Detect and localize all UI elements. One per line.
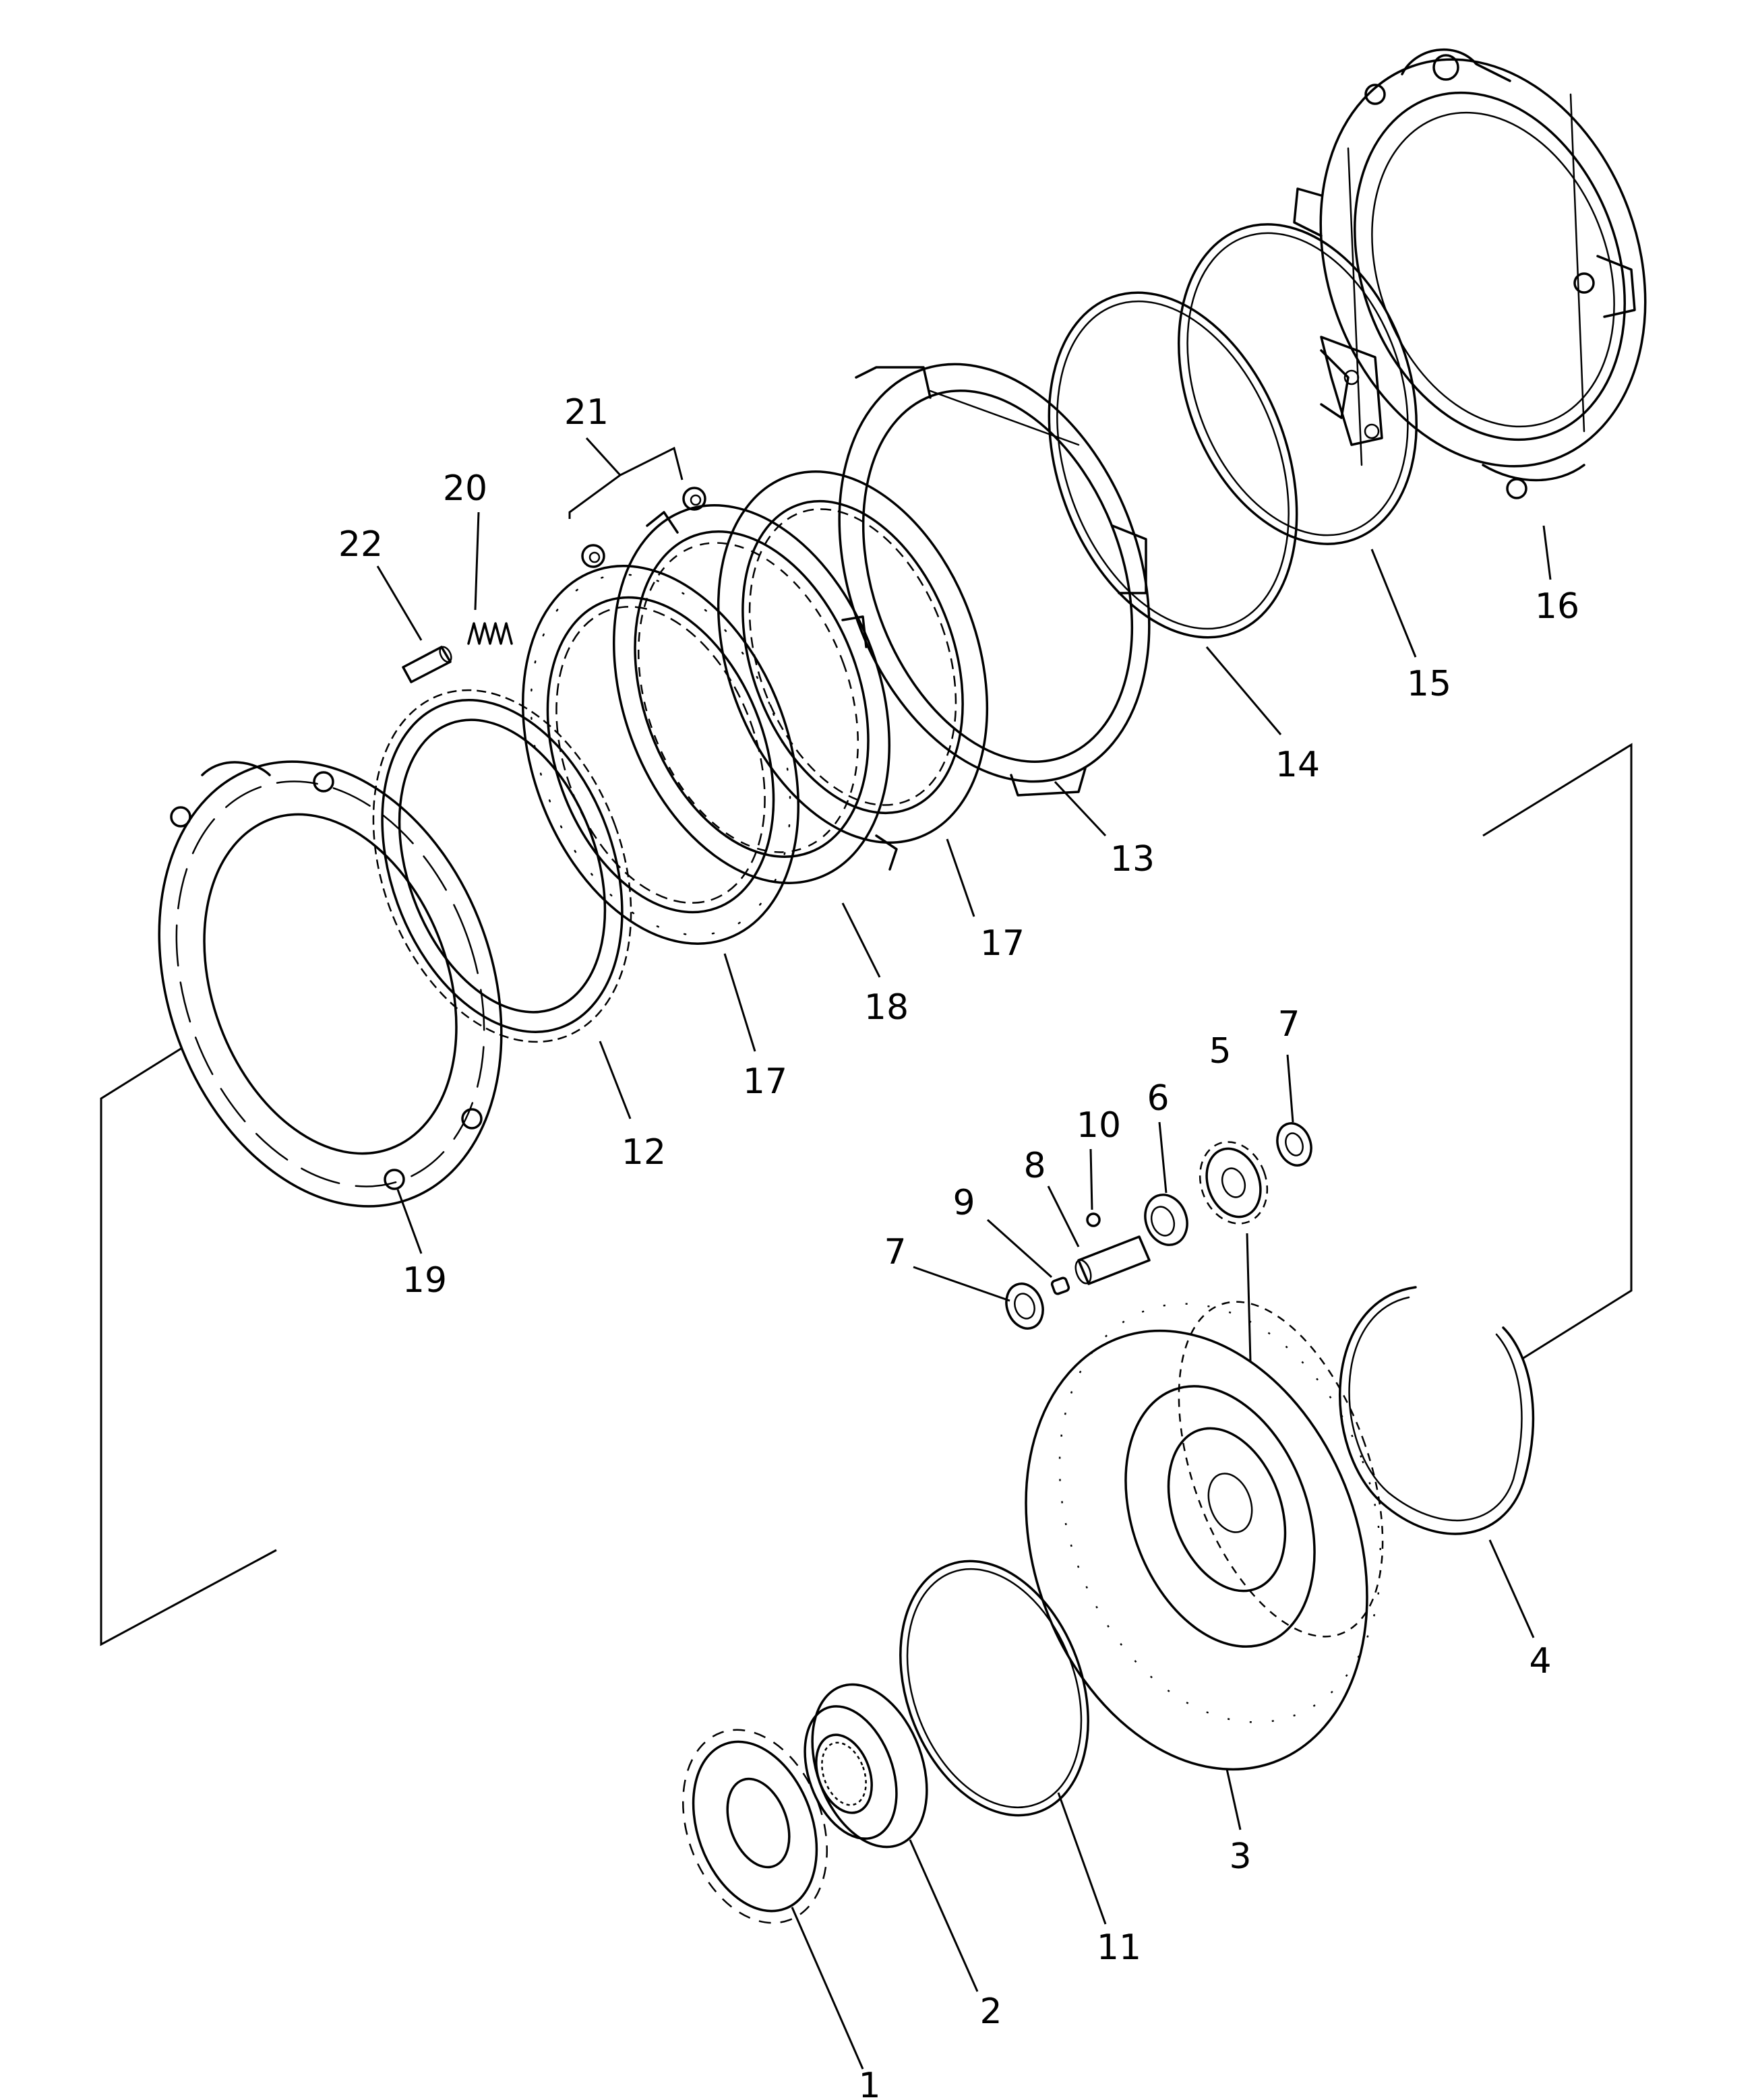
part-21-clips (581, 487, 706, 568)
part-12-toothed-ring (372, 689, 632, 1043)
part-10-ball (1086, 1212, 1101, 1227)
callout-21: 21 (564, 392, 609, 433)
callout-20: 20 (443, 468, 487, 509)
callout-8: 8 (1023, 1146, 1046, 1186)
leader-1 (791, 1907, 864, 2070)
leader-7a (913, 1266, 1010, 1302)
leader-9 (986, 1218, 1053, 1278)
assembly-bracket-left (100, 1047, 277, 1646)
callout-2: 2 (979, 1991, 1002, 2032)
callout-7b: 7 (1277, 1004, 1300, 1045)
part-20-spring (467, 622, 513, 645)
callout-13: 13 (1110, 839, 1155, 879)
part-14-ring (1048, 291, 1298, 639)
part-17-friction-disc-upper (717, 470, 989, 844)
callout-5: 5 (1209, 1031, 1231, 1072)
part-7-washer-upper (1276, 1122, 1312, 1167)
leader-2 (909, 1839, 979, 1992)
part-9-plug (1050, 1276, 1070, 1295)
callout-7a: 7 (884, 1232, 906, 1272)
part-8-shaft (1074, 1235, 1151, 1285)
callout-19: 19 (402, 1260, 447, 1301)
leader-22 (376, 565, 423, 641)
part-19-cover (158, 760, 503, 1208)
part-6-needle-bearing (1144, 1194, 1188, 1246)
leader-16 (1542, 525, 1552, 580)
callout-6: 6 (1147, 1078, 1169, 1119)
callout-17a: 17 (980, 923, 1025, 964)
part-22-pin (402, 646, 452, 683)
leader-8 (1047, 1185, 1080, 1247)
callout-4: 4 (1529, 1641, 1551, 1681)
part-13-plate (838, 363, 1151, 797)
callout-11: 11 (1097, 1927, 1141, 1968)
leader-20 (474, 512, 480, 611)
leader-21 (568, 446, 684, 519)
leader-10 (1089, 1148, 1093, 1210)
leader-14 (1205, 646, 1282, 735)
callout-10: 10 (1077, 1105, 1121, 1146)
part-7-washer-lower (1005, 1283, 1044, 1330)
callout-9: 9 (952, 1183, 975, 1223)
part-4-snap-ring (1339, 1286, 1535, 1535)
leader-3 (1225, 1768, 1242, 1830)
callout-16: 16 (1535, 586, 1579, 627)
leader-5 (1246, 1233, 1252, 1362)
leader-13 (1054, 780, 1107, 837)
callout-15: 15 (1407, 664, 1451, 704)
callout-labels: 1 2 3 4 5 6 7 7 8 9 10 11 12 13 14 15 16… (338, 392, 1579, 2100)
leader-18 (841, 902, 881, 978)
leader-lines (376, 437, 1552, 2070)
leader-7b (1286, 1054, 1294, 1123)
part-2-bearing (804, 1683, 928, 1849)
part-18-steel-plate (613, 504, 898, 884)
callout-14: 14 (1275, 745, 1320, 785)
leader-21-stem (585, 437, 622, 476)
callout-17b: 17 (743, 1061, 787, 1102)
part-16-housing (1293, 48, 1647, 499)
assembly-bracket-right (1482, 743, 1633, 1359)
leader-6 (1158, 1121, 1168, 1194)
leader-11 (1057, 1792, 1107, 1925)
part-5-planet-gear (1199, 1141, 1269, 1225)
callout-3: 3 (1229, 1836, 1251, 1877)
leader-19 (396, 1189, 423, 1254)
leader-12 (599, 1041, 632, 1119)
part-3-carrier (1025, 1301, 1384, 1771)
leader-17a (946, 838, 975, 917)
callout-1: 1 (858, 2066, 880, 2100)
part-15-ring (1178, 223, 1418, 545)
leader-15 (1370, 549, 1417, 658)
callout-22: 22 (338, 524, 383, 565)
part-17-friction-disc-lower (522, 565, 799, 945)
part-1-gear (682, 1729, 828, 1924)
callout-18: 18 (864, 987, 909, 1028)
leader-4 (1488, 1539, 1535, 1638)
callout-12: 12 (622, 1132, 666, 1173)
part-11-o-ring (899, 1559, 1089, 1817)
leader-17b (723, 953, 756, 1052)
